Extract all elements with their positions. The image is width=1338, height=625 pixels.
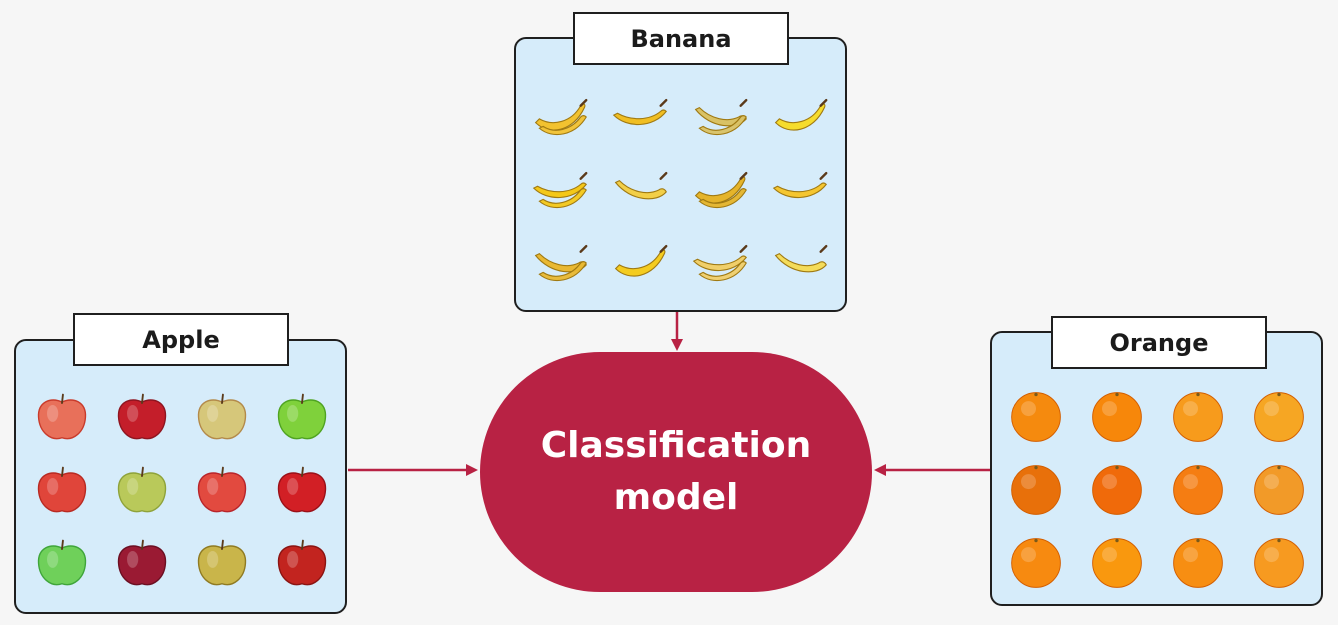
- banana-icon: [694, 98, 748, 135]
- model-label-line1: Classification: [540, 424, 812, 466]
- orange-icon: [1092, 391, 1142, 442]
- model-label-line2: model: [613, 477, 739, 518]
- orange-icon: [1010, 538, 1061, 589]
- banana-icon: [612, 98, 668, 125]
- banana-icon: [534, 98, 588, 135]
- orange-icon: [1173, 538, 1223, 589]
- apple-icon: [197, 540, 247, 586]
- banana-icon: [614, 171, 668, 200]
- banana-icon: [692, 245, 748, 282]
- banana-icon: [772, 171, 828, 199]
- banana-icon: [614, 245, 668, 277]
- classification-model: Classification model: [480, 352, 872, 592]
- orange-label: Orange: [1051, 316, 1267, 369]
- apple-grid: [22, 382, 342, 602]
- banana-label: Banana: [573, 12, 789, 65]
- orange-icon: [1173, 465, 1223, 515]
- orange-icon: [1010, 391, 1061, 442]
- apple-icon: [277, 393, 327, 439]
- apple-icon: [197, 393, 247, 439]
- orange-icon: [1254, 465, 1305, 515]
- orange-icon: [1173, 391, 1223, 442]
- apple-icon: [117, 393, 167, 439]
- apple-icon: [277, 540, 327, 586]
- banana-icon: [694, 171, 748, 209]
- orange-icon: [1254, 391, 1305, 442]
- orange-icon: [1010, 465, 1061, 515]
- banana-icon: [532, 171, 588, 209]
- apple-icon: [117, 466, 167, 513]
- banana-icon: [534, 245, 588, 282]
- banana-icon: [774, 245, 828, 273]
- apple-icon: [197, 466, 247, 513]
- apple-icon: [37, 540, 87, 586]
- orange-icon: [1254, 538, 1305, 589]
- orange-grid: [995, 380, 1320, 600]
- orange-icon: [1092, 465, 1142, 515]
- apple-icon: [37, 393, 87, 439]
- apple-icon: [37, 466, 87, 513]
- apple-label: Apple: [73, 313, 289, 366]
- apple-icon: [117, 540, 167, 586]
- apple-icon: [277, 466, 327, 513]
- orange-icon: [1092, 538, 1142, 589]
- banana-grid: [520, 80, 840, 300]
- banana-icon: [774, 98, 828, 131]
